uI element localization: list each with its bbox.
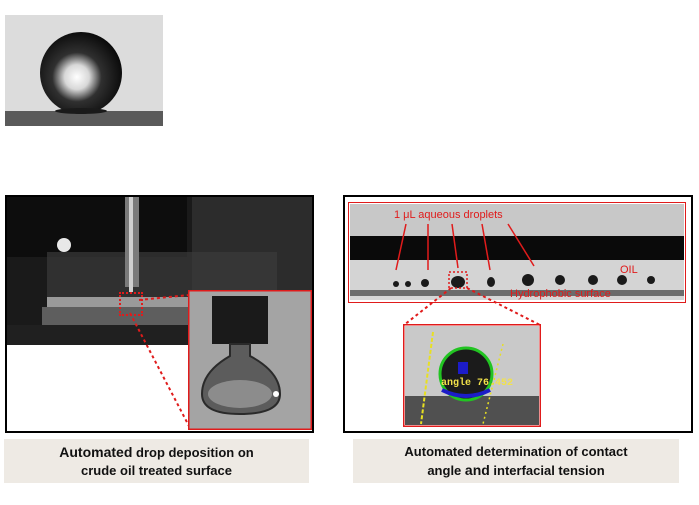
zoomed-drop-photo	[188, 290, 312, 430]
left-caption-line1: Automated drop deposition on	[4, 443, 309, 462]
angle-readout: angle 76.452	[441, 378, 514, 389]
left-caption-rest: drop deposition on	[132, 445, 254, 460]
right-caption-line1: Automated determination of contact	[404, 444, 628, 459]
left-caption-line2: crude oil treated surface	[81, 463, 232, 478]
droplet-photo	[5, 15, 163, 126]
contact-angle-photo	[403, 324, 541, 427]
right-caption-line2: angle and interfacial tension	[353, 461, 679, 480]
droplet-row-photo	[348, 202, 686, 303]
deposition-photo	[7, 197, 312, 345]
right-caption: Automated determination of contact angle…	[353, 439, 679, 483]
left-caption: Automated drop deposition on crude oil t…	[4, 439, 309, 483]
oil-label: OIL	[620, 264, 638, 276]
surface-label: Hydrophobic surface	[510, 288, 611, 300]
right-caption-line2b: interfacial tension	[489, 463, 605, 478]
right-caption-line2a: angle	[427, 463, 465, 478]
left-caption-bold: Automated	[59, 444, 133, 460]
right-caption-and: and	[464, 462, 490, 478]
droplets-label: 1 μL aqueous droplets	[394, 209, 503, 221]
